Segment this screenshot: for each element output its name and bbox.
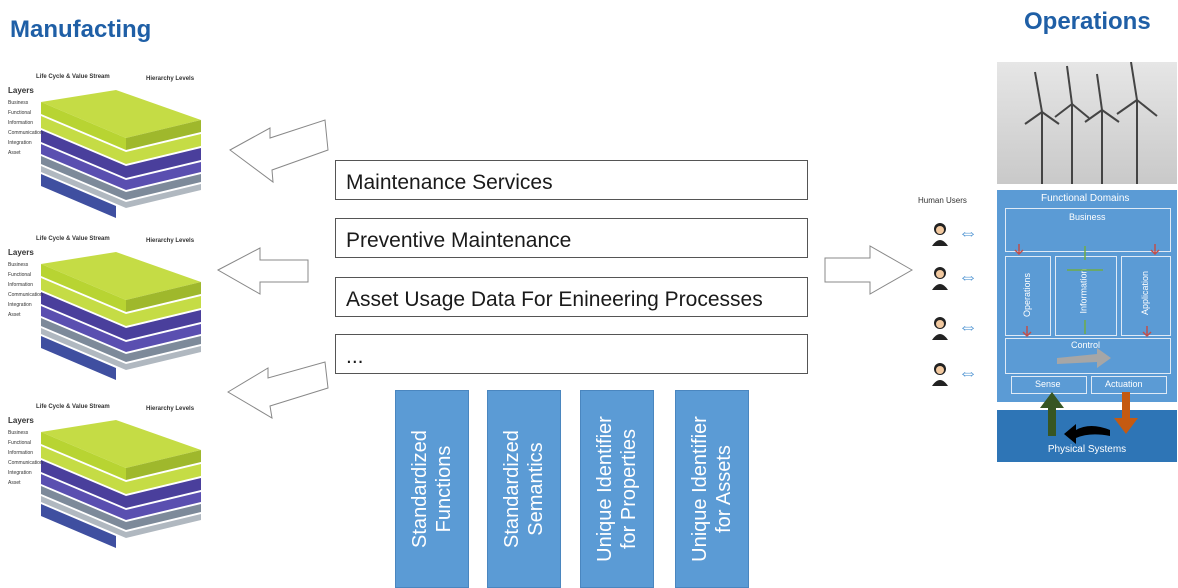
- lifecycle-axis-label: Life Cycle & Value Stream: [36, 404, 110, 410]
- sense-box: [1011, 376, 1087, 394]
- physical-systems-label: Physical Systems: [1047, 444, 1127, 455]
- functional-domains-diagram: Functional Domains Business Operations I…: [997, 190, 1177, 402]
- double-arrow-icon: ⇔: [958, 222, 978, 244]
- layer-label: Business: [8, 262, 29, 268]
- physical-systems-box: Physical Systems: [997, 410, 1177, 462]
- layer-label: Asset: [8, 312, 21, 318]
- pillar-line: Unique Identifier: [594, 416, 616, 562]
- manufacturing-title: Manufacting: [10, 16, 152, 43]
- business-domain: [1005, 208, 1171, 252]
- layer-label: Information: [8, 282, 34, 288]
- arrow-to-cube-3: [227, 361, 329, 419]
- layer-label: Functional: [8, 110, 32, 116]
- lifecycle-axis-label: Life Cycle & Value Stream: [36, 74, 110, 80]
- layer-label: Business: [8, 430, 29, 436]
- business-label: Business: [1069, 212, 1106, 222]
- hierarchy-axis-label: Hierarchy Levels: [146, 406, 195, 412]
- pillar-line: Standardized: [409, 430, 431, 548]
- layer-label: Business: [8, 100, 29, 106]
- user-icon: [932, 317, 948, 340]
- layer-label: Functional: [8, 272, 32, 278]
- layer-label: Communication: [8, 460, 43, 466]
- control-label: Control: [1071, 340, 1101, 350]
- rami-cube-3: Layers Business Functional Information C…: [6, 400, 206, 560]
- layer-label: Functional: [8, 440, 32, 446]
- layer-label: Integration: [8, 470, 32, 476]
- service-asset-usage: Asset Usage Data For Enineering Processe…: [335, 277, 808, 317]
- layer-label: Information: [8, 120, 34, 126]
- information-domain: [1055, 256, 1117, 336]
- hierarchy-axis-label: Hierarchy Levels: [146, 76, 195, 82]
- arrow-to-cube-2: [216, 247, 309, 295]
- operations-title: Operations: [1024, 8, 1151, 35]
- pillar-line: for Properties: [618, 428, 640, 550]
- layers-heading: Layers: [8, 416, 34, 425]
- pillar-line: Semantics: [525, 442, 547, 536]
- service-more: ...: [335, 334, 808, 374]
- pillar-line: Functions: [433, 445, 455, 533]
- layer-label: Integration: [8, 302, 32, 308]
- hierarchy-axis-label: Hierarchy Levels: [146, 238, 195, 244]
- arrow-to-cube-1: [229, 119, 329, 184]
- user-icon: [932, 363, 948, 386]
- domain-arrows: [1014, 244, 1160, 368]
- user-icon: [932, 223, 948, 246]
- double-arrow-icon: ⇔: [958, 266, 978, 288]
- pillar-line: Unique Identifier: [689, 416, 711, 562]
- pillar-line: Standardized: [501, 430, 523, 548]
- service-maintenance: Maintenance Services: [335, 160, 808, 200]
- layers-heading: Layers: [8, 86, 34, 95]
- arrow-from-operations: [824, 245, 914, 295]
- physical-loop-arrows: [1040, 392, 1138, 444]
- control-domain: [1005, 338, 1171, 374]
- layer-label: Integration: [8, 140, 32, 146]
- pillar-line: for Assets: [713, 445, 735, 533]
- human-users-label: Human Users: [918, 196, 967, 205]
- layer-label: Communication: [8, 130, 43, 136]
- functional-domains-label: Functional Domains: [1041, 193, 1130, 204]
- layer-label: Communication: [8, 292, 43, 298]
- sense-label: Sense: [1035, 379, 1061, 389]
- layer-label: Information: [8, 450, 34, 456]
- double-arrow-icon: ⇔: [958, 362, 978, 384]
- actuation-label: Actuation: [1105, 379, 1143, 389]
- layer-label: Asset: [8, 480, 21, 486]
- lifecycle-axis-label: Life Cycle & Value Stream: [36, 236, 110, 242]
- wind-turbine-image: [997, 61, 1177, 184]
- user-icon: [932, 267, 948, 290]
- layers-heading: Layers: [8, 248, 34, 257]
- rami-cube-2: Layers Business Functional Information C…: [6, 232, 206, 392]
- double-arrow-icon: ⇔: [958, 316, 978, 338]
- service-preventive: Preventive Maintenance: [335, 218, 808, 258]
- layer-label: Asset: [8, 150, 21, 156]
- rami-cube-1: Layers Business Functional Information C…: [6, 70, 206, 230]
